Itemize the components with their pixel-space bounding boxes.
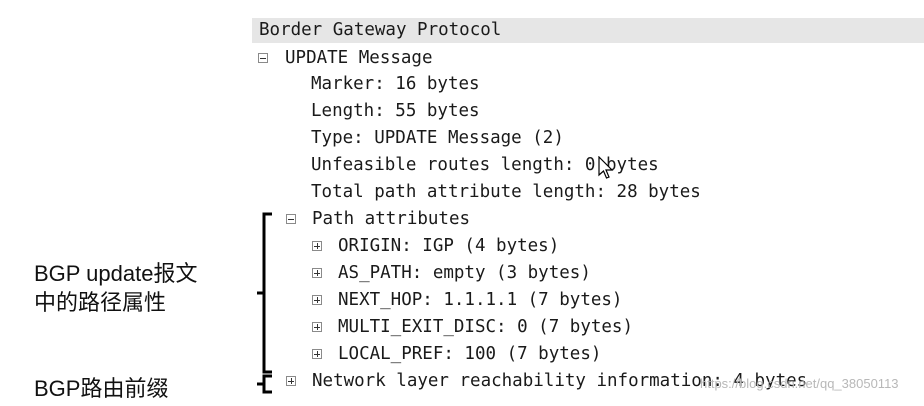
local-pref-label: LOCAL_PREF: 100 (7 bytes) [338,344,602,364]
expand-icon[interactable] [312,322,322,332]
path-attributes-bracket [257,212,272,374]
expand-icon[interactable] [312,295,322,305]
mouse-cursor-icon [598,156,614,179]
prefix-bracket [257,374,272,394]
annotation-path-attributes-line1: BGP update报文 [34,261,198,286]
expand-icon[interactable] [286,376,296,386]
field-length[interactable]: Length: 55 bytes [311,101,480,121]
field-marker[interactable]: Marker: 16 bytes [311,74,480,94]
collapse-icon[interactable] [258,53,268,63]
nlri-label: Network layer reachability information: … [312,371,808,391]
update-message-label: UPDATE Message [285,48,433,68]
next-hop-label: NEXT_HOP: 1.1.1.1 (7 bytes) [338,290,623,310]
protocol-header-label: Border Gateway Protocol [259,20,502,40]
field-type[interactable]: Type: UPDATE Message (2) [311,128,564,148]
field-unfeasible-routes-length[interactable]: Unfeasible routes length: 0 bytes [311,155,659,175]
field-total-path-attribute-length[interactable]: Total path attribute length: 28 bytes [311,182,701,202]
watermark: https://blog.csdn.net/qq_38050113 [700,376,899,391]
expand-icon[interactable] [312,241,322,251]
origin-label: ORIGIN: IGP (4 bytes) [338,236,560,256]
protocol-header[interactable]: Border Gateway Protocol [252,18,924,43]
as-path-label: AS_PATH: empty (3 bytes) [338,263,591,283]
collapse-icon[interactable] [286,214,296,224]
annotation-path-attributes-line2: 中的路径属性 [34,290,167,315]
expand-icon[interactable] [312,268,322,278]
path-attributes-label: Path attributes [312,209,471,229]
multi-exit-disc-label: MULTI_EXIT_DISC: 0 (7 bytes) [338,317,634,337]
expand-icon[interactable] [312,349,322,359]
annotation-route-prefix: BGP路由前缀 [34,376,169,401]
